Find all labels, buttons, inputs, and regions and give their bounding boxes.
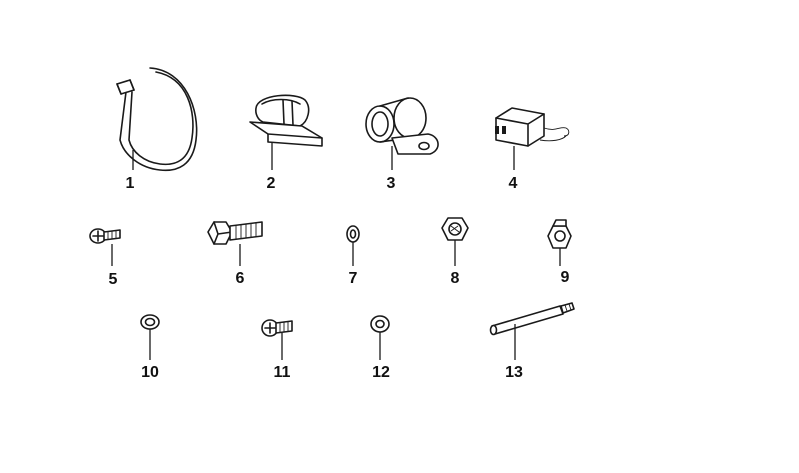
part-number-8: 8 [450, 270, 460, 287]
part-number-4: 4 [508, 175, 518, 192]
fillister-screw-icon[interactable] [261, 319, 293, 360]
screw-icon[interactable] [89, 228, 121, 266]
spring-washer-icon[interactable] [346, 225, 360, 266]
hex-bolt-icon[interactable] [207, 221, 263, 266]
pipe-clamp-icon[interactable] [365, 97, 439, 170]
threaded-spacer-icon[interactable] [489, 302, 575, 360]
part-number-5: 5 [108, 271, 118, 288]
part-number-1: 1 [125, 175, 135, 192]
part-number-9: 9 [560, 269, 570, 286]
part-number-7: 7 [348, 270, 358, 287]
part-number-3: 3 [386, 175, 396, 192]
flat-washer-icon[interactable] [370, 315, 390, 360]
part-number-11: 11 [273, 364, 291, 381]
part-number-13: 13 [505, 364, 523, 381]
hex-nut-icon[interactable] [441, 217, 469, 266]
part-number-6: 6 [235, 270, 245, 287]
interference-suppressor-icon[interactable] [495, 107, 570, 170]
cable-clip-icon[interactable] [249, 94, 323, 170]
part-number-12: 12 [372, 364, 390, 381]
self-locking-nut-icon[interactable] [547, 219, 572, 266]
part-number-10: 10 [141, 364, 159, 381]
cable-tie-icon[interactable] [116, 67, 198, 172]
lock-washer-icon[interactable] [140, 314, 160, 360]
part-number-2: 2 [266, 175, 276, 192]
